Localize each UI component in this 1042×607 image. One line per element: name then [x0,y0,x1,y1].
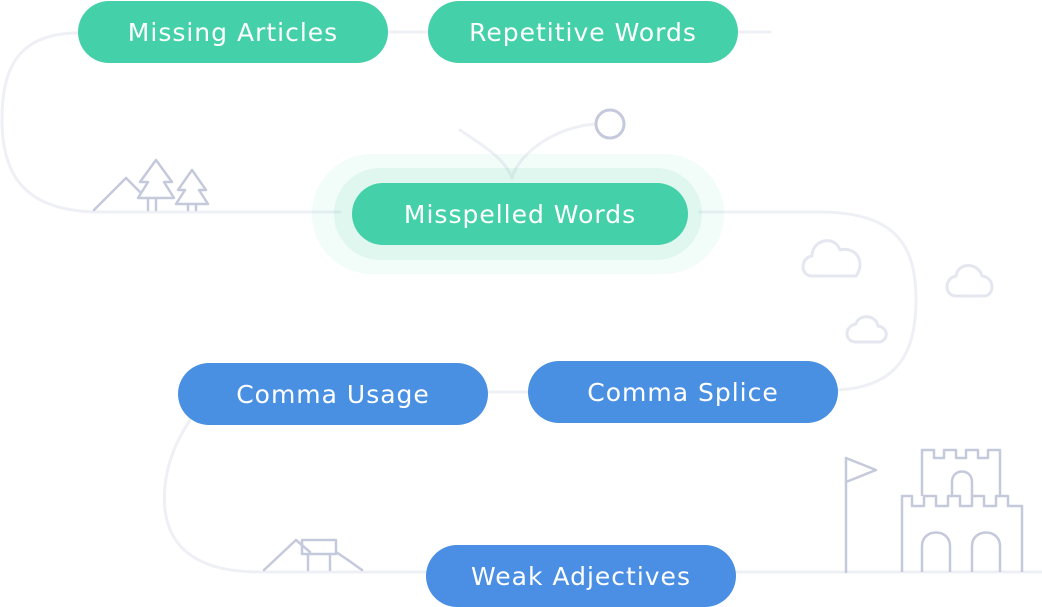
node-comma-splice[interactable]: Comma Splice [528,361,838,423]
node-repetitive-words[interactable]: Repetitive Words [428,1,738,63]
node-weak-adjectives[interactable]: Weak Adjectives [426,545,736,607]
node-misspelled-words[interactable]: Misspelled Words [352,183,688,245]
node-missing-articles[interactable]: Missing Articles [78,1,388,63]
node-comma-usage[interactable]: Comma Usage [178,363,488,425]
